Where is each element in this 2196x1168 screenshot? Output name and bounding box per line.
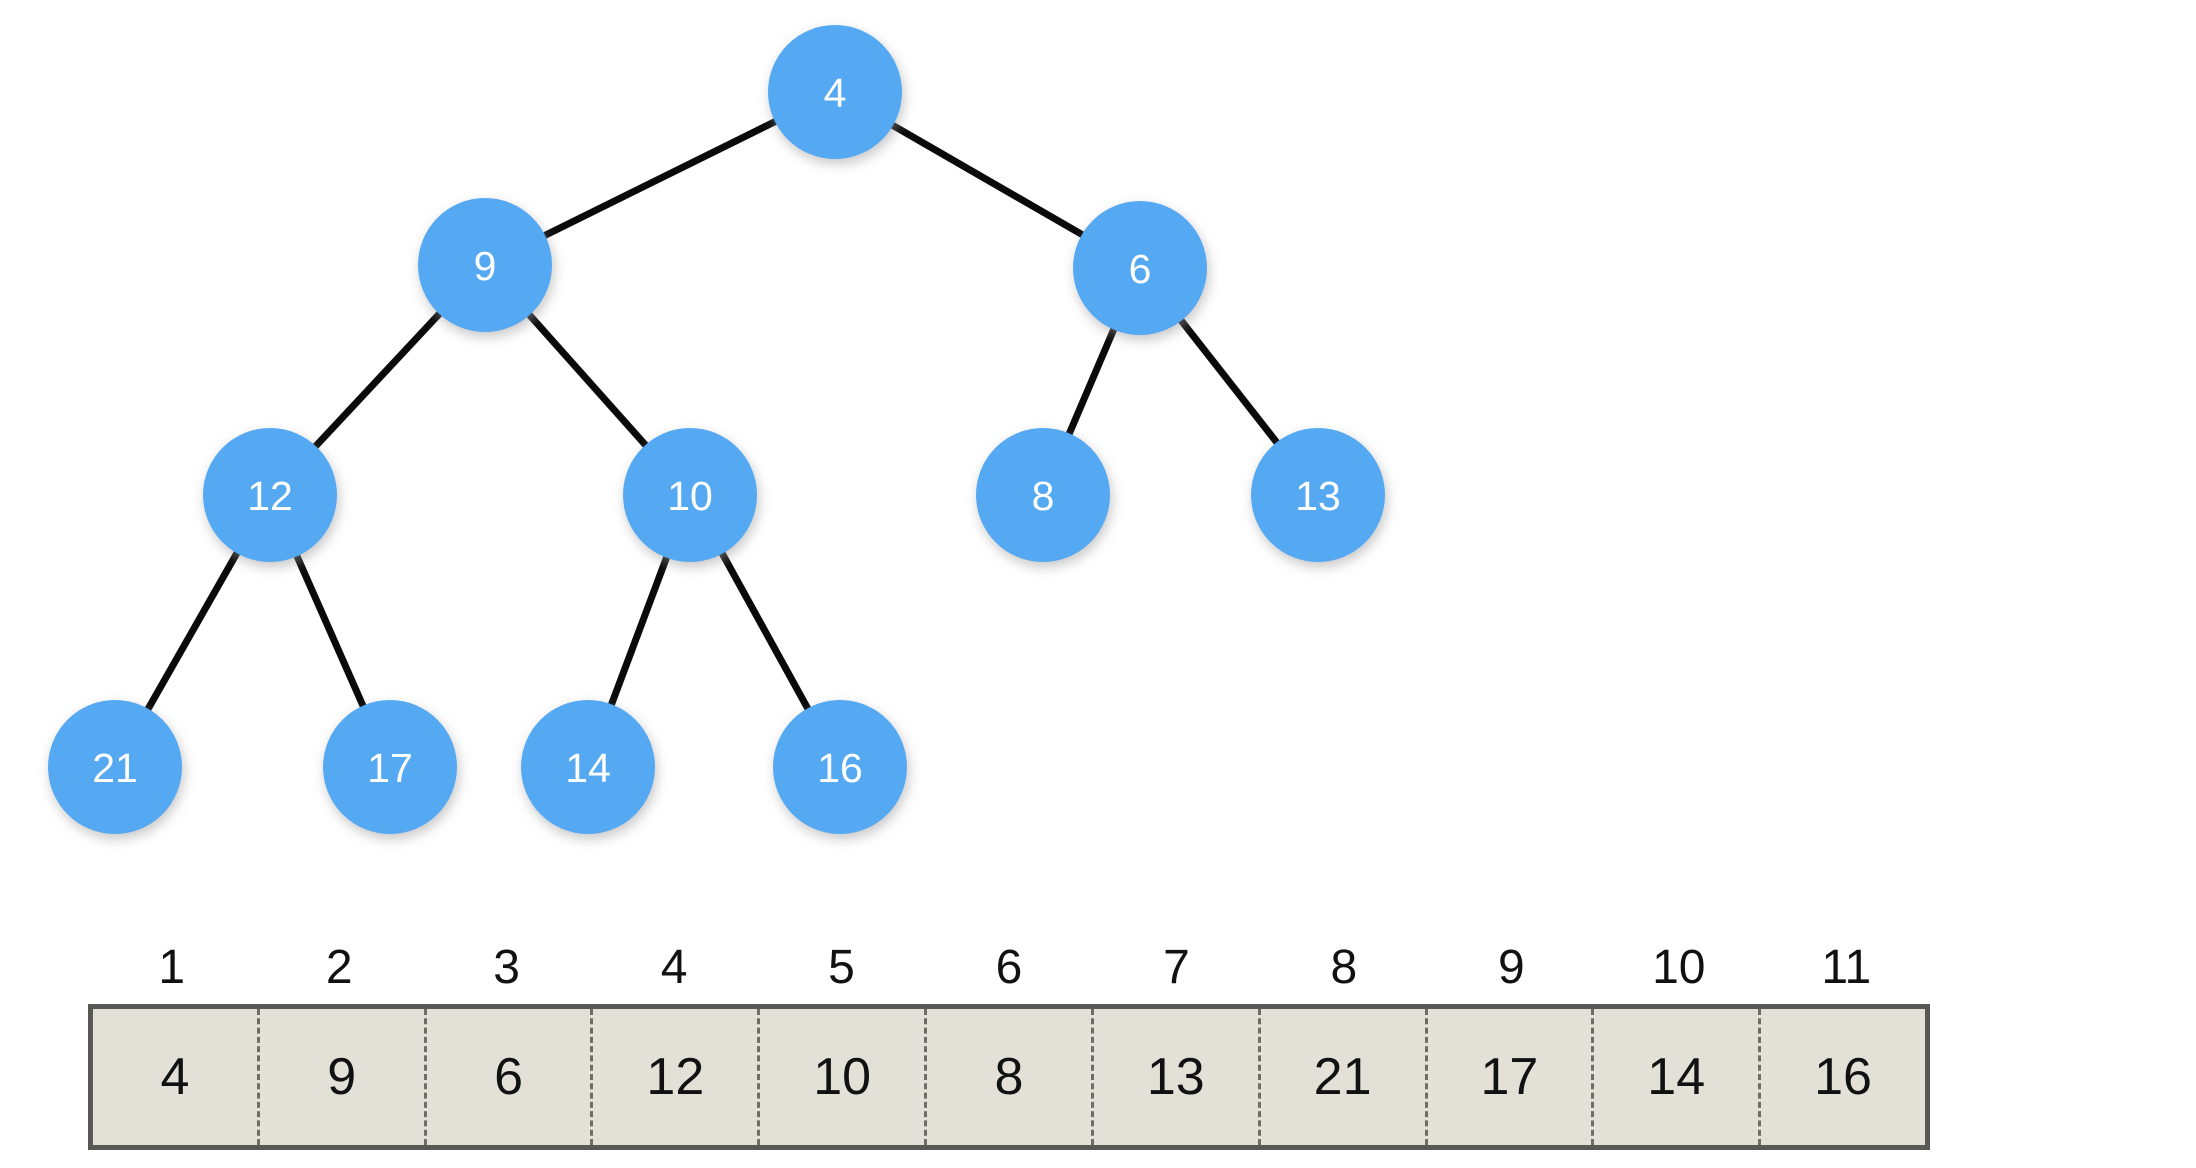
tree-edge [717, 548, 813, 714]
tree-edge [606, 552, 672, 710]
array-index-label: 3 [493, 941, 520, 994]
array-cell[interactable]: 6 [427, 1009, 594, 1145]
array-index-label: 11 [1821, 941, 1872, 994]
array-index-label: 9 [1497, 941, 1525, 994]
tree-edge [292, 551, 368, 711]
tree-edge [1064, 324, 1119, 439]
tree-node-circle[interactable] [768, 25, 902, 159]
array-cell[interactable]: 21 [1261, 1009, 1428, 1145]
tree-edge [539, 116, 781, 241]
tree-node[interactable]: 21 [48, 700, 182, 834]
tree-node[interactable]: 10 [623, 428, 757, 562]
tree-node-label: 9 [474, 243, 497, 289]
array-cell[interactable]: 13 [1094, 1009, 1261, 1145]
tree-node[interactable]: 9 [418, 198, 552, 332]
tree-edge [310, 308, 445, 452]
tree-node-label: 8 [1032, 473, 1055, 519]
tree-node-circle[interactable] [48, 700, 182, 834]
array-index-label: 10 [1652, 941, 1706, 994]
tree-node-label: 6 [1129, 246, 1152, 292]
array-index-label: 4 [660, 941, 688, 994]
tree-node[interactable]: 12 [203, 428, 337, 562]
array-index-label: 5 [828, 941, 855, 994]
tree-node[interactable]: 13 [1251, 428, 1385, 562]
tree-node[interactable]: 8 [976, 428, 1110, 562]
array-index-row: 1 2 3 4 5 6 7 8 9 10 11 [88, 940, 1930, 1004]
tree-edge [1176, 315, 1282, 448]
tree-node-label: 16 [817, 745, 863, 791]
tree-node-circle[interactable] [976, 428, 1110, 562]
tree-node[interactable]: 14 [521, 700, 655, 834]
tree-node[interactable]: 16 [773, 700, 907, 834]
tree-edge [524, 309, 651, 451]
tree-node[interactable]: 4 [768, 25, 902, 159]
tree-node[interactable]: 17 [323, 700, 457, 834]
array-index-label: 7 [1163, 941, 1190, 994]
array-index-label: 6 [995, 941, 1023, 994]
array-index-label: 1 [158, 941, 186, 994]
tree-node-label: 10 [667, 473, 713, 519]
tree-node-label: 4 [824, 70, 847, 116]
tree-node-circle[interactable] [1251, 428, 1385, 562]
tree-edge-layer [143, 116, 1282, 714]
tree-node-circle[interactable] [623, 428, 757, 562]
tree-node-label: 17 [367, 745, 413, 791]
tree-node-label: 12 [247, 473, 293, 519]
tree-node-label: 14 [565, 745, 611, 791]
array-index-label: 8 [1330, 941, 1358, 994]
array-cell[interactable]: 17 [1428, 1009, 1595, 1145]
array-cell[interactable]: 12 [593, 1009, 761, 1145]
array-cell[interactable]: 16 [1814, 1048, 1872, 1106]
tree-node-circle[interactable] [203, 428, 337, 562]
tree-node-circle[interactable] [418, 198, 552, 332]
array-cell[interactable]: 4 [93, 1009, 260, 1145]
tree-edge [887, 120, 1088, 240]
array-cell[interactable]: 8 [927, 1009, 1094, 1145]
tree-node-circle[interactable] [323, 700, 457, 834]
tree-node[interactable]: 6 [1073, 201, 1207, 335]
tree-node-label: 13 [1295, 473, 1341, 519]
tree-node-circle[interactable] [1073, 201, 1207, 335]
tree-node-circle[interactable] [521, 700, 655, 834]
tree-node-label: 21 [92, 745, 138, 791]
tree-node-circle[interactable] [773, 700, 907, 834]
array-cell[interactable]: 9 [260, 1009, 427, 1145]
array-cell[interactable]: 14 [1594, 1009, 1762, 1145]
tree-edge [143, 548, 242, 714]
binary-tree-diagram: 4 9 6 12 10 8 13 21 17 14 16 [48, 25, 1385, 834]
tree-node-layer: 4 9 6 12 10 8 13 21 17 14 16 [48, 25, 1385, 834]
array-cell[interactable]: 10 [760, 1009, 928, 1145]
array-index-label: 2 [325, 941, 353, 994]
